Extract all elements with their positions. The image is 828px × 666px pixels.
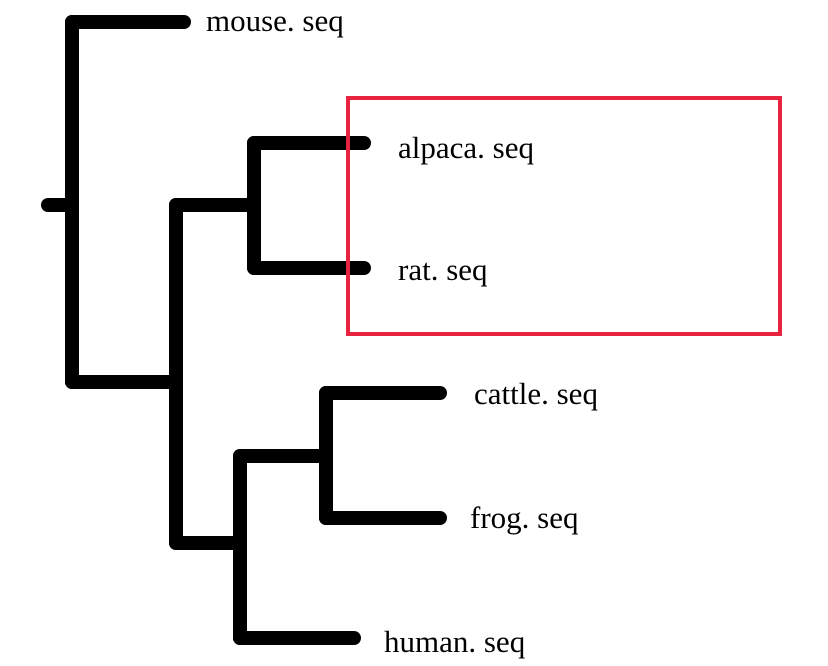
- leaf-label-cattle: cattle. seq: [474, 376, 598, 411]
- highlight-box: [346, 96, 782, 336]
- leaf-labels: mouse. seq alpaca. seq rat. seq cattle. …: [206, 3, 598, 659]
- leaf-label-mouse: mouse. seq: [206, 3, 344, 38]
- leaf-label-human: human. seq: [384, 624, 525, 659]
- leaf-label-alpaca: alpaca. seq: [398, 130, 534, 165]
- tree-branches: [41, 15, 447, 645]
- leaf-label-frog: frog. seq: [470, 500, 578, 535]
- leaf-label-rat: rat. seq: [398, 252, 488, 287]
